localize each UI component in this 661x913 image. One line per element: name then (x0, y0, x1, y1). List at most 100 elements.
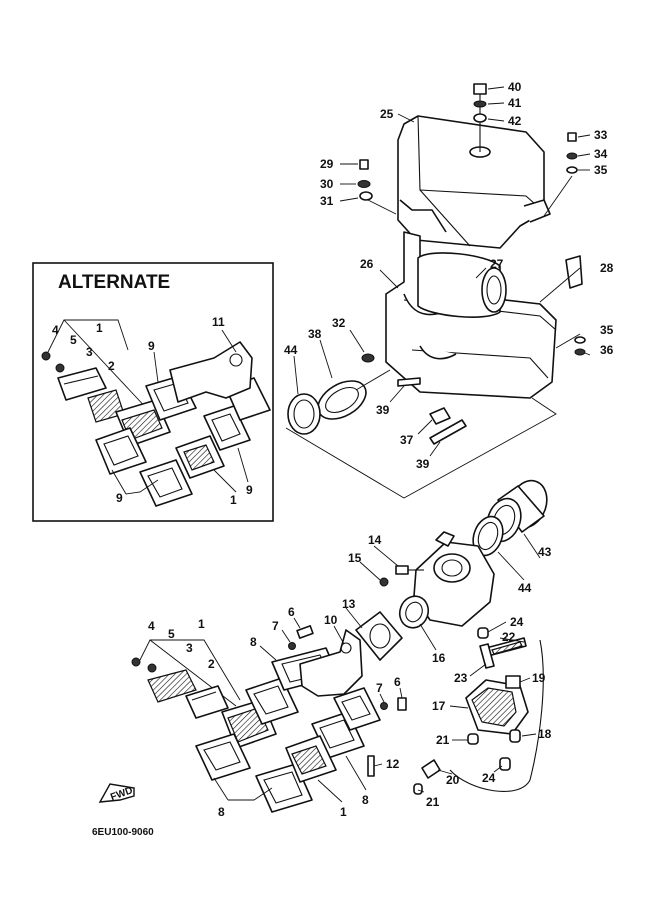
callout-31: 31 (320, 194, 334, 208)
gasket-8e (333, 687, 381, 731)
callout-34: 34 (594, 147, 608, 161)
alt-callout-5: 5 (70, 333, 77, 347)
washer-15 (379, 577, 389, 587)
alt-callout-4: 4 (52, 323, 59, 337)
screw-4 (131, 657, 141, 667)
lead-6b (399, 687, 403, 699)
alt-lead-9b (111, 469, 127, 495)
lead-8a (259, 645, 277, 661)
lead-15 (359, 561, 381, 581)
clip-24b (499, 757, 511, 771)
gasket-8d-inner (319, 719, 355, 749)
gasket-8c-inner (263, 771, 303, 804)
nut-32 (361, 353, 375, 363)
callout-7b: 7 (376, 681, 383, 695)
callout-40: 40 (508, 80, 522, 94)
carburetor-bore (433, 553, 471, 583)
alt-gasket-9d-inner (211, 413, 241, 442)
callout-4b: 4 (148, 619, 155, 633)
callout-6b: 6 (394, 675, 401, 689)
alt-callout-9b: 9 (116, 491, 123, 505)
callout-27: 27 (490, 257, 504, 271)
alternate-inset-frame (32, 262, 274, 522)
callout-7a: 7 (272, 619, 279, 633)
callout-6a: 6 (288, 605, 295, 619)
lead-7a (281, 629, 291, 643)
strap-39a (397, 377, 421, 387)
connector-20 (421, 759, 441, 779)
alt-lead-9c (125, 479, 159, 495)
callout-39a: 39 (376, 403, 390, 417)
assembly-line-hose (355, 369, 391, 391)
alt-callout-1b: 1 (230, 493, 237, 507)
lead-25 (397, 113, 415, 123)
lead-7b (379, 693, 385, 703)
alt-gasket-9c (139, 459, 193, 507)
clamp-44a-inner (293, 399, 315, 429)
grommet-31 (359, 191, 373, 201)
callout-21b: 21 (426, 795, 440, 809)
callout-15: 15 (348, 551, 362, 565)
callout-25: 25 (380, 107, 394, 121)
strap-39b (429, 419, 467, 445)
lead-8b (228, 787, 273, 801)
pin-12 (367, 755, 375, 777)
silencer-case-cutout-2 (419, 345, 457, 360)
callout-18: 18 (538, 727, 552, 741)
callout-39b: 39 (416, 457, 430, 471)
lead-1c (317, 779, 343, 803)
washer-36 (574, 348, 586, 356)
callout-10: 10 (324, 613, 338, 627)
callout-32: 32 (332, 316, 346, 330)
lead-24b (493, 765, 503, 773)
callout-5b: 5 (168, 627, 175, 641)
lead-41 (487, 102, 505, 105)
fuel-line (449, 639, 544, 792)
callout-1b: 1 (198, 617, 205, 631)
callout-37: 37 (400, 433, 414, 447)
bolt-6a (296, 625, 314, 639)
bolt-29 (359, 159, 369, 170)
callout-16: 16 (432, 651, 446, 665)
lead-44b (497, 551, 525, 581)
alt-callout-2: 2 (108, 359, 115, 373)
bolt-33 (567, 132, 577, 142)
lead-8c (345, 755, 367, 791)
manifold-10-hole (340, 642, 352, 654)
alt-reed-stop-detail (63, 375, 99, 385)
callout-23: 23 (454, 671, 468, 685)
fwd-arrow-icon: FWD (98, 783, 135, 803)
lead-17 (449, 705, 469, 709)
lead-34 (577, 153, 591, 157)
callout-20: 20 (446, 773, 460, 787)
alt-gasket-9c-inner (147, 467, 183, 498)
lead-33 (577, 134, 591, 138)
alt-lead-9a (153, 351, 159, 383)
alt-callout-9c: 9 (246, 483, 253, 497)
clamp-44a (287, 393, 321, 435)
lead-19 (519, 677, 531, 683)
silencer-duct-inner (486, 275, 502, 305)
bolt-40 (473, 83, 487, 95)
lead-12 (373, 763, 383, 767)
lead-35b (555, 333, 581, 349)
carburetor-bore-inner (441, 559, 463, 577)
callout-19: 19 (532, 671, 546, 685)
alt-bracket-lead (47, 319, 129, 353)
gasket-8b-inner (203, 741, 241, 771)
lead-39b (429, 441, 441, 457)
lead-39a (389, 385, 405, 403)
pump-fitting-18 (509, 729, 521, 743)
washer-34 (566, 152, 578, 160)
silencer-cover-tab (523, 199, 551, 223)
lead-31-b (339, 197, 359, 202)
alt-lead-9d (237, 447, 249, 483)
alt-screw-4 (41, 351, 51, 361)
lead-43 (523, 533, 541, 559)
intake-assembly: 14 15 13 10 16 43 44 24 22 23 19 17 18 2… (324, 479, 552, 809)
callout-26: 26 (360, 257, 374, 271)
reed-bracket-lead (139, 639, 241, 701)
alt-reed-stop-3 (57, 367, 107, 401)
fuel-hose-23 (479, 643, 495, 669)
